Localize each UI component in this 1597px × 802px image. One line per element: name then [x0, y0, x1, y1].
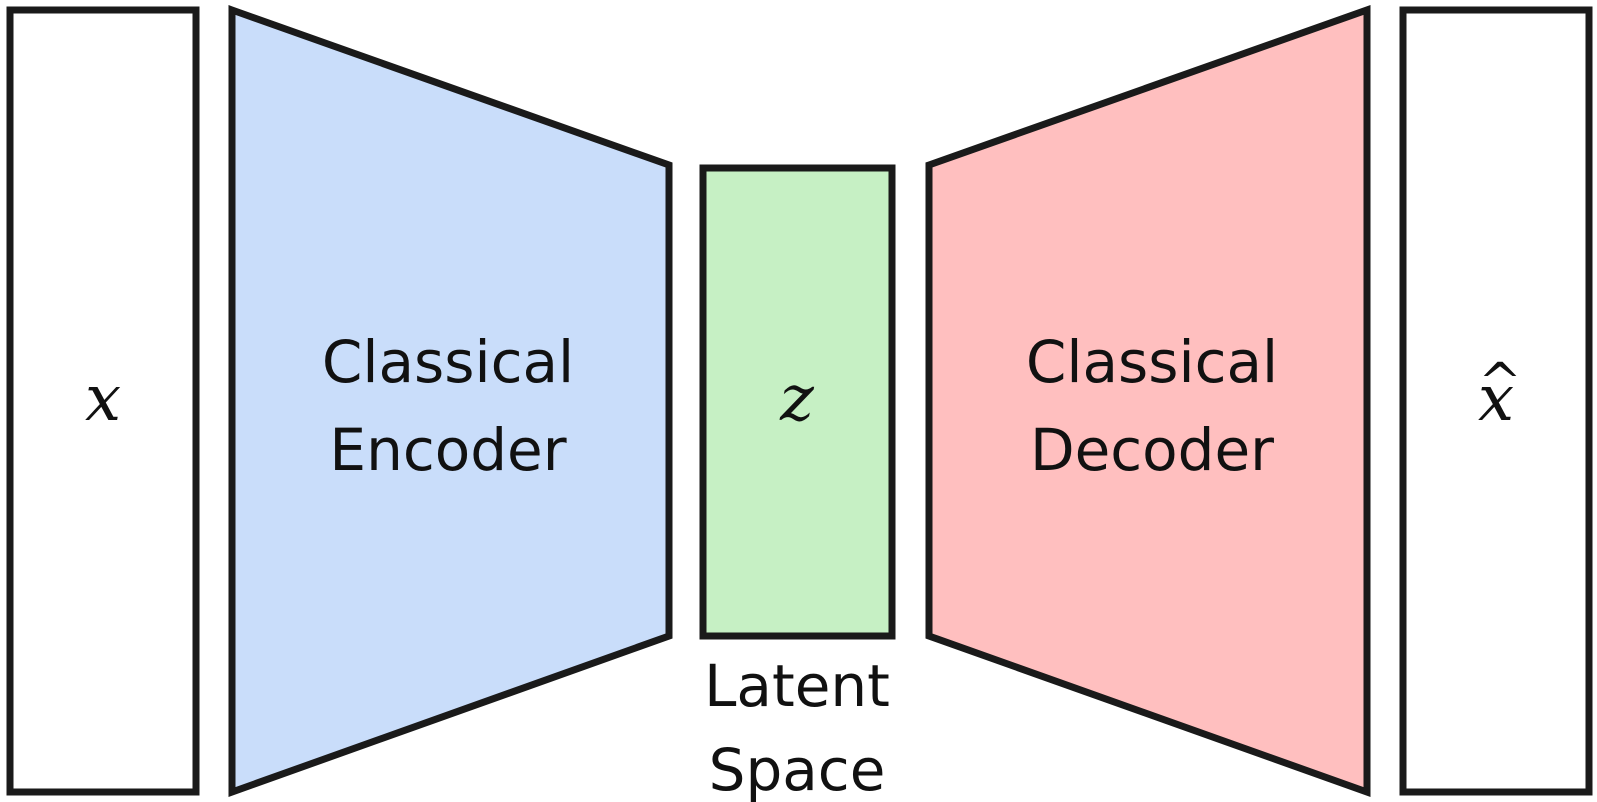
latent-caption-line1: Latent	[704, 652, 890, 720]
encoder-block: Classical Encoder	[228, 5, 673, 797]
latent-block: z Latent Space	[699, 164, 896, 802]
input-symbol: x	[85, 362, 121, 436]
decoder-label-line2: Decoder	[1030, 416, 1274, 484]
encoder-label-line1: Classical	[322, 328, 574, 396]
decoder-label-line1: Classical	[1026, 328, 1278, 396]
latent-caption-line2: Space	[709, 736, 886, 802]
latent-box	[699, 164, 896, 640]
latent-symbol: z	[779, 362, 815, 436]
output-hat-accent: ^	[1478, 353, 1522, 413]
decoder-block: Classical Decoder	[925, 5, 1371, 797]
output-box	[1399, 6, 1593, 796]
decoder-trapezoid	[925, 5, 1371, 797]
input-block: x	[6, 6, 200, 796]
input-box	[6, 6, 200, 796]
output-block: x ^	[1399, 6, 1593, 796]
output-symbol: x	[1478, 362, 1514, 436]
encoder-trapezoid	[228, 5, 673, 797]
encoder-label-line2: Encoder	[329, 416, 566, 484]
